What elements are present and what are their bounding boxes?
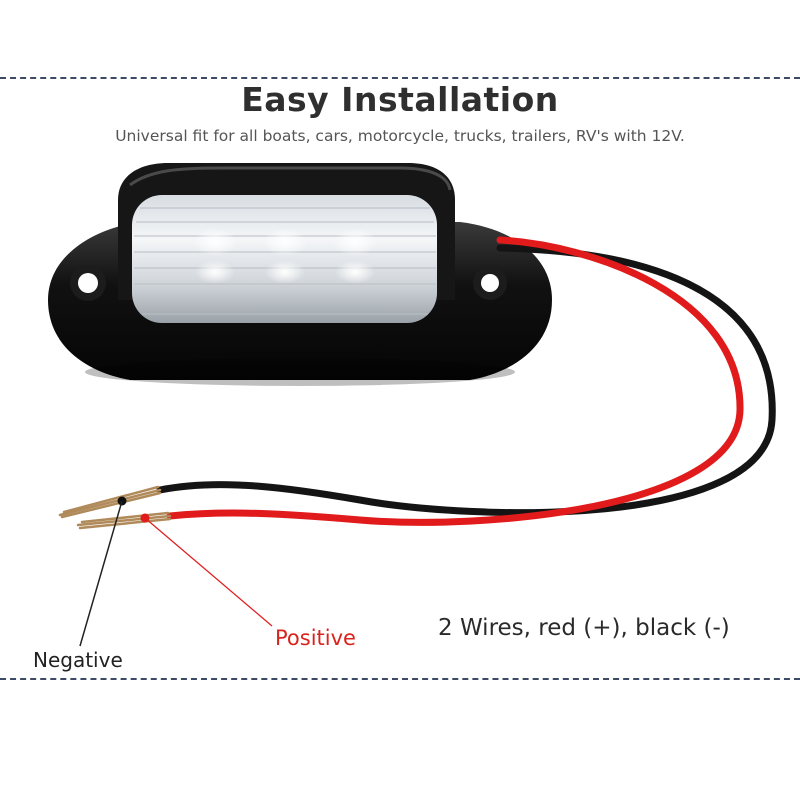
bottom-divider: [0, 678, 800, 680]
wire-note: 2 Wires, red (+), black (-): [438, 615, 730, 641]
red-wire-copper-end: [76, 511, 172, 530]
positive-label: Positive: [275, 626, 356, 650]
top-divider: [0, 77, 800, 79]
page-subtitle: Universal fit for all boats, cars, motor…: [115, 127, 685, 145]
mounting-hole-right: [473, 266, 507, 300]
negative-label: Negative: [33, 648, 123, 672]
led-lens: [132, 195, 437, 323]
black-wire: [156, 244, 776, 517]
product-photo: [48, 163, 776, 647]
red-wire: [166, 236, 744, 526]
black-wire-copper-end: [58, 485, 162, 519]
negative-pointer: [79, 496, 127, 647]
positive-pointer: [140, 513, 273, 627]
mounting-hole-left: [70, 265, 106, 301]
page-title: Easy Installation: [241, 80, 559, 119]
